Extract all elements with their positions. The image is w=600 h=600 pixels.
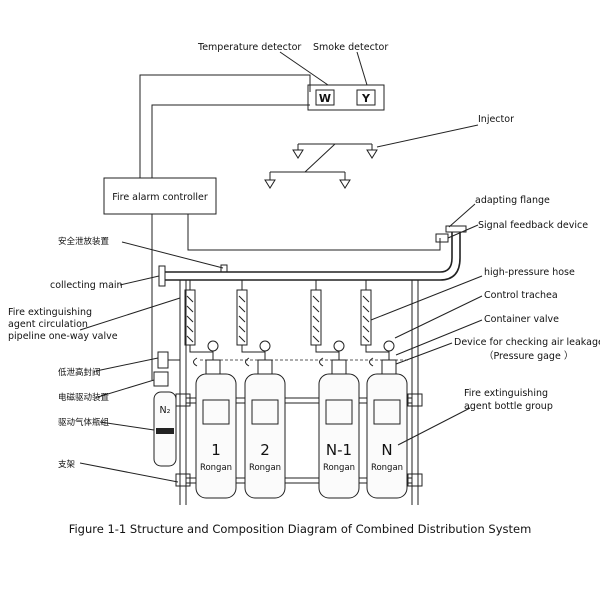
- fire-alarm-controller-label: Fire alarm controller: [112, 192, 208, 203]
- nozzle-icon: [264, 179, 276, 189]
- container-valve-shape: [205, 359, 221, 375]
- solenoid-drive-shape: [153, 371, 169, 387]
- bottle-group-label-line1: Fire extinguishing: [464, 388, 548, 399]
- bottle-2-brand: Rongan: [249, 463, 281, 473]
- bottle-n-1-brand: Rongan: [323, 463, 355, 473]
- bottle-2-number: 2: [260, 441, 270, 459]
- bottle-1-assembly: 1 Rongan: [184, 280, 237, 499]
- one-way-valve-label-line2: agent circulation: [8, 319, 88, 330]
- detector-y-label: Y: [361, 92, 371, 105]
- collecting-main-label: collecting main: [50, 280, 123, 291]
- leak-check-label-line1: Device for checking air leakage: [454, 337, 600, 348]
- control-wiring: [139, 51, 479, 380]
- n2-label: N₂: [160, 405, 171, 416]
- pressure-gauge-icon: [383, 340, 395, 352]
- safety-relief-device-shape: [220, 264, 228, 273]
- bottle-n-1-number: N-1: [326, 441, 352, 459]
- high-pressure-hose-label: high-pressure hose: [484, 267, 575, 278]
- safety-relief-device-label: 安全泄放装置: [58, 236, 110, 247]
- nozzle-icon: [339, 179, 351, 189]
- bracket-label: 支架: [58, 459, 76, 470]
- drive-gas-bottle-label: 驱动气体瓶组: [58, 417, 110, 428]
- leader-lines: [79, 203, 483, 483]
- signal-feedback-device-shape: [435, 233, 449, 243]
- pressure-gauge-icon: [207, 340, 219, 352]
- nozzle-icon: [292, 149, 304, 159]
- one-way-valve-label-line3: pipeline one-way valve: [8, 331, 118, 342]
- injector-label: Injector: [478, 114, 514, 125]
- bottle-1-brand: Rongan: [200, 463, 232, 473]
- bottle-n-1-assembly: N-1 Rongan: [310, 280, 360, 499]
- pressure-gauge-icon: [333, 340, 345, 352]
- adapting-flange-shape: [445, 225, 467, 233]
- solenoid-drive-label: 电磁驱动装置: [58, 392, 110, 403]
- figure-caption: Figure 1-1 Structure and Composition Dia…: [69, 522, 532, 536]
- detector-box: W Y: [307, 84, 385, 111]
- bottle-n-assembly: N Rongan: [360, 280, 408, 499]
- injector-network: [264, 143, 378, 189]
- drive-gas-assembly: N₂: [153, 351, 180, 467]
- low-leak-valve-label: 低泄高封阀: [58, 367, 101, 378]
- one-way-valve-label-line1: Fire extinguishing: [8, 307, 92, 318]
- control-trachea-label: Control trachea: [484, 290, 558, 301]
- bottle-1-number: 1: [211, 441, 221, 459]
- fire-alarm-controller-box: [103, 177, 217, 215]
- cylinder-2: [244, 373, 286, 499]
- pressure-gauge-icon: [259, 340, 271, 352]
- container-valve-label: Container valve: [484, 314, 559, 325]
- adapting-flange-label: adapting flange: [475, 195, 550, 206]
- nozzle-icon: [366, 149, 378, 159]
- low-leak-valve-shape: [157, 351, 169, 369]
- signal-feedback-device-label: Signal feedback device: [478, 220, 588, 231]
- bottle-n-brand: Rongan: [371, 463, 403, 473]
- bottle-n-number: N: [381, 441, 392, 459]
- detector-w-label: W: [319, 92, 331, 105]
- bottle-group-label-line2: agent bottle group: [464, 401, 553, 412]
- cylinder-n: [366, 373, 408, 499]
- bottle-2-assembly: 2 Rongan: [236, 280, 286, 499]
- leak-check-label-line2: （Pressure gage ）: [484, 350, 573, 362]
- collecting-main: [158, 225, 467, 287]
- cylinder-n-1: [318, 373, 360, 499]
- smoke-detector-label: Smoke detector: [313, 42, 388, 53]
- temperature-detector-label: Temperature detector: [197, 42, 301, 53]
- cylinder-1: [195, 373, 237, 499]
